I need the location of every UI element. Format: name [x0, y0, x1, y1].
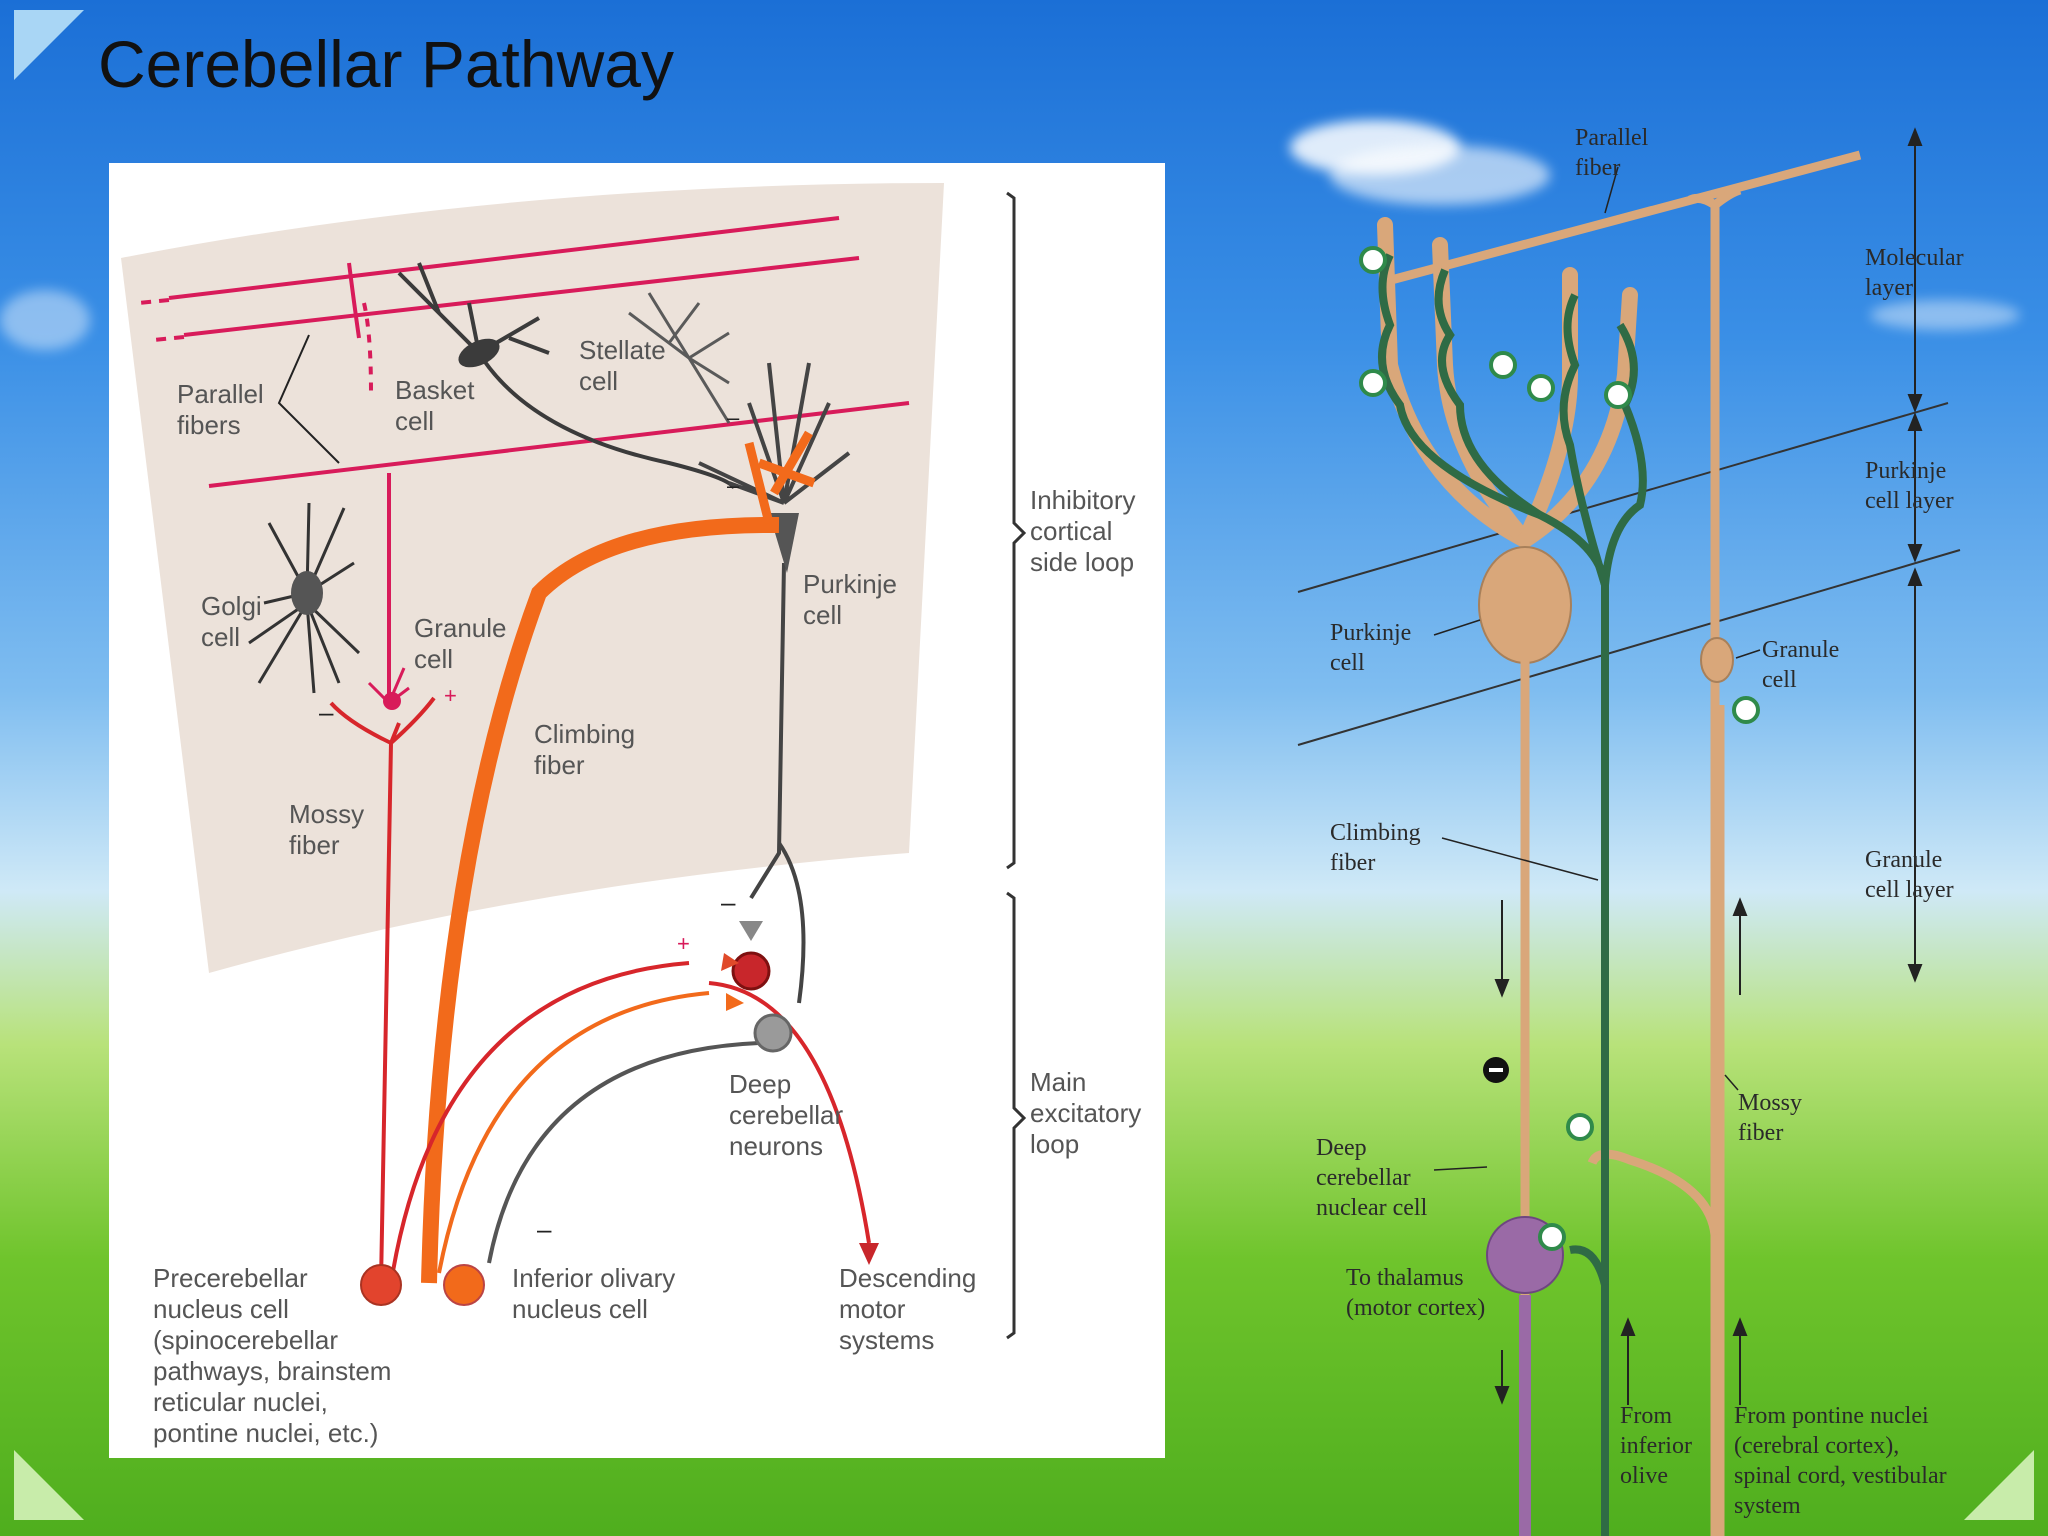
olive-to-deep-fiber — [487, 1041, 760, 1264]
corner-triangle-top-left — [14, 10, 84, 80]
minus-bar — [1489, 1068, 1503, 1072]
corner-triangle-bottom-right — [1964, 1450, 2034, 1520]
deep-nucleus-grey — [753, 1013, 793, 1053]
basket-cell-body — [458, 338, 500, 368]
slide-title: Cerebellar Pathway — [98, 27, 674, 101]
cloud-decoration — [1330, 145, 1550, 205]
layer-boundary-line — [1297, 402, 1949, 593]
basket-cell — [397, 262, 736, 490]
mossy-fiber — [329, 696, 871, 1284]
direction-arrows — [1494, 897, 1748, 1405]
purkinje-cell-body — [1478, 546, 1572, 664]
mossy-collateral — [1587, 1149, 1720, 1236]
sign-plus: + — [444, 683, 457, 708]
layer-boundary-line — [1297, 549, 1961, 746]
golgi-cell — [248, 502, 361, 694]
granule-cell-body — [1700, 637, 1734, 683]
parallel-fiber — [1378, 150, 1862, 288]
granule-cell-body — [383, 692, 401, 710]
parallel-fibers-pointer — [277, 334, 340, 464]
sign-minus: – — [727, 405, 740, 430]
sign-minus: – — [537, 1214, 552, 1244]
label-from-pontine-nuclei: From pontine nuclei(cerebral cortex),spi… — [1734, 1403, 1947, 1519]
synapse-terminal — [739, 921, 763, 941]
purkinje-cell — [698, 362, 851, 1004]
bracket-excitatory — [1006, 891, 1027, 1340]
deep-nucleus-red — [731, 951, 771, 991]
leader-lines — [1433, 166, 1761, 1171]
sign-minus: – — [727, 473, 740, 498]
bracket-inhibitory — [1006, 191, 1027, 870]
climbing-collateral — [1569, 1245, 1609, 1287]
stellate-cell — [628, 292, 731, 424]
synapse-terminal — [721, 953, 739, 971]
precerebellar-nucleus-cell — [360, 1264, 402, 1306]
climbing-fiber — [421, 516, 780, 1284]
synapse-terminal — [726, 993, 744, 1011]
layer-arrows — [1907, 127, 1923, 983]
cloud-decoration — [0, 290, 90, 350]
climbing-fiber — [1378, 253, 1647, 1536]
descending-arrow-head — [859, 1243, 879, 1265]
parallel-fibers — [168, 216, 910, 703]
golgi-cell-body — [291, 571, 323, 615]
cerebellar-cortex-region — [121, 183, 944, 973]
cloud-decoration — [1870, 300, 2020, 330]
inferior-olivary-nucleus-cell — [443, 1264, 485, 1306]
sign-minus: – — [319, 697, 334, 727]
plus-synapse-icons — [1359, 246, 1760, 1251]
sign-plus: + — [677, 931, 690, 956]
label-to-thalamus: To thalamus(motor cortex) — [1346, 1265, 1485, 1321]
climbing-collateral — [437, 991, 710, 1274]
corner-triangle-bottom-left — [14, 1450, 84, 1520]
sign-minus: – — [721, 887, 736, 917]
